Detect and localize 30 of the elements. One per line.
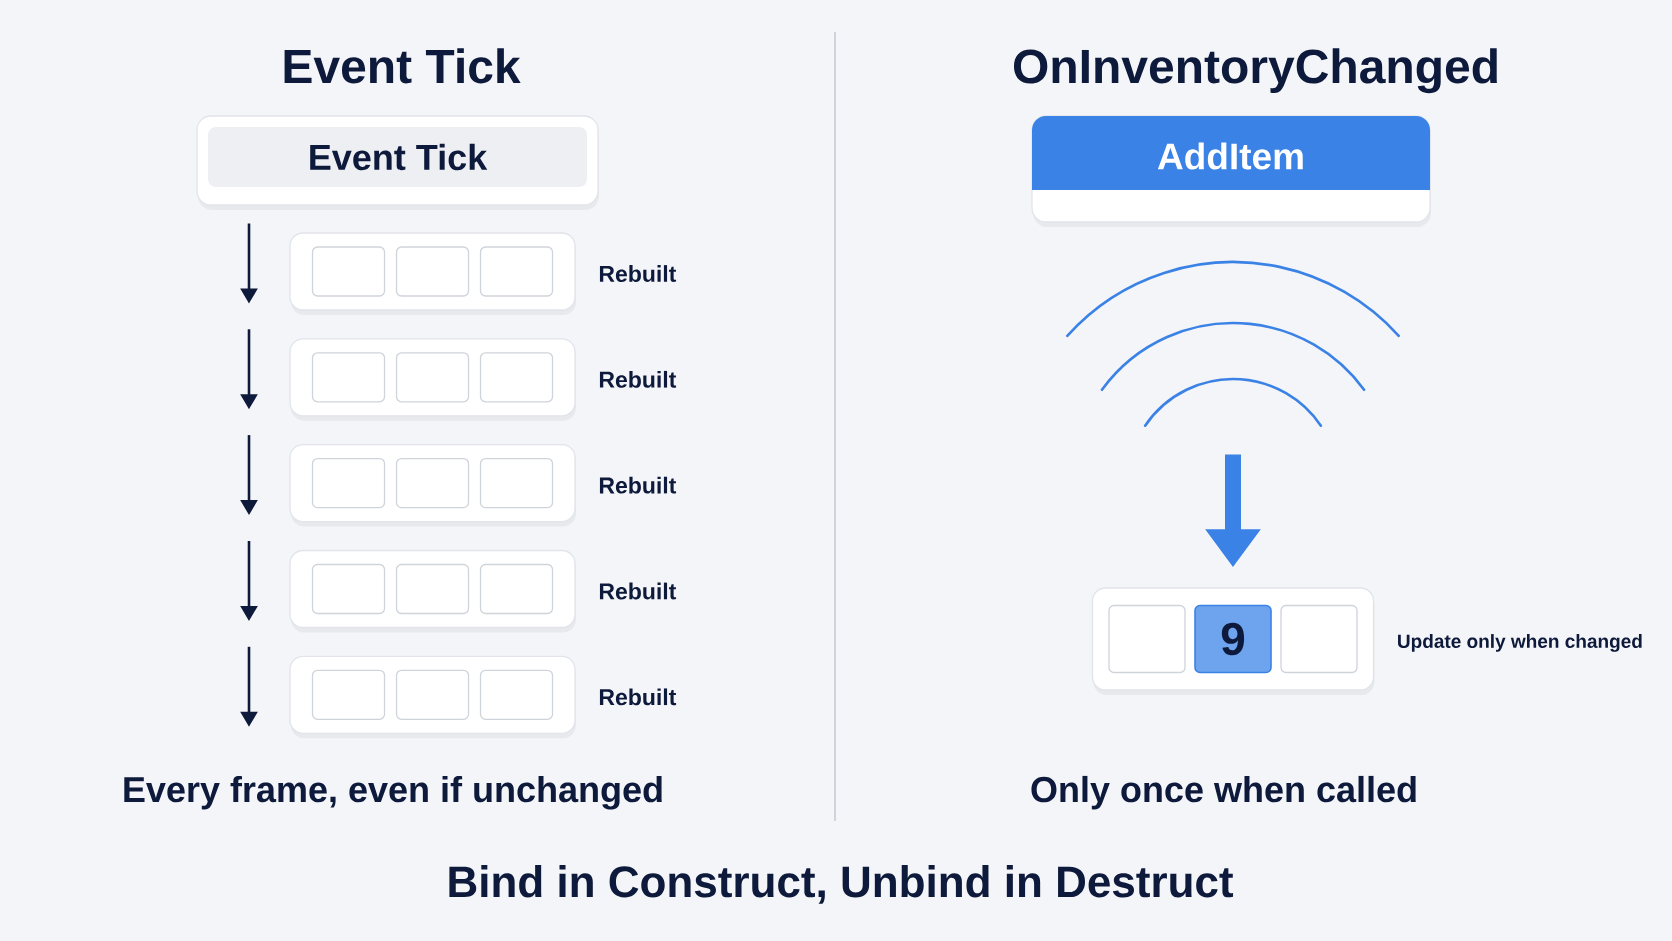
slot-box — [311, 457, 386, 509]
slot-box — [311, 352, 386, 403]
slot-box — [479, 352, 554, 403]
slot-box — [311, 246, 386, 297]
slot-box — [395, 457, 470, 509]
slot-box: 9 — [1194, 604, 1272, 674]
note-text: Every frame, even if unchanged — [124, 775, 662, 810]
slot-box — [395, 563, 470, 615]
slot-box — [1280, 604, 1358, 674]
slot-box — [479, 457, 554, 509]
side-label: Rebuilt — [599, 476, 677, 494]
slot-box — [311, 669, 386, 720]
slot-box — [311, 563, 386, 615]
slot-box — [479, 246, 554, 297]
node-card: Event Tick — [196, 115, 599, 210]
side-label: Rebuilt — [599, 582, 677, 600]
caption: Bind in Construct, Unbind in Destruct — [449, 865, 1234, 904]
signal-waves — [1066, 260, 1400, 428]
side-label: Update only when changed — [1398, 634, 1642, 652]
side-label: Rebuilt — [599, 370, 677, 388]
slot-box — [1108, 604, 1186, 674]
side-label: Rebuilt — [599, 265, 677, 282]
slot-box — [479, 563, 554, 615]
note-text: Only once when called — [1031, 775, 1416, 810]
slot-box — [479, 669, 554, 720]
side-label: Rebuilt — [599, 688, 677, 706]
slot-box — [395, 246, 470, 297]
node-card: AddItem — [1031, 115, 1431, 227]
slot-box — [395, 352, 470, 403]
slot-box — [395, 669, 470, 720]
